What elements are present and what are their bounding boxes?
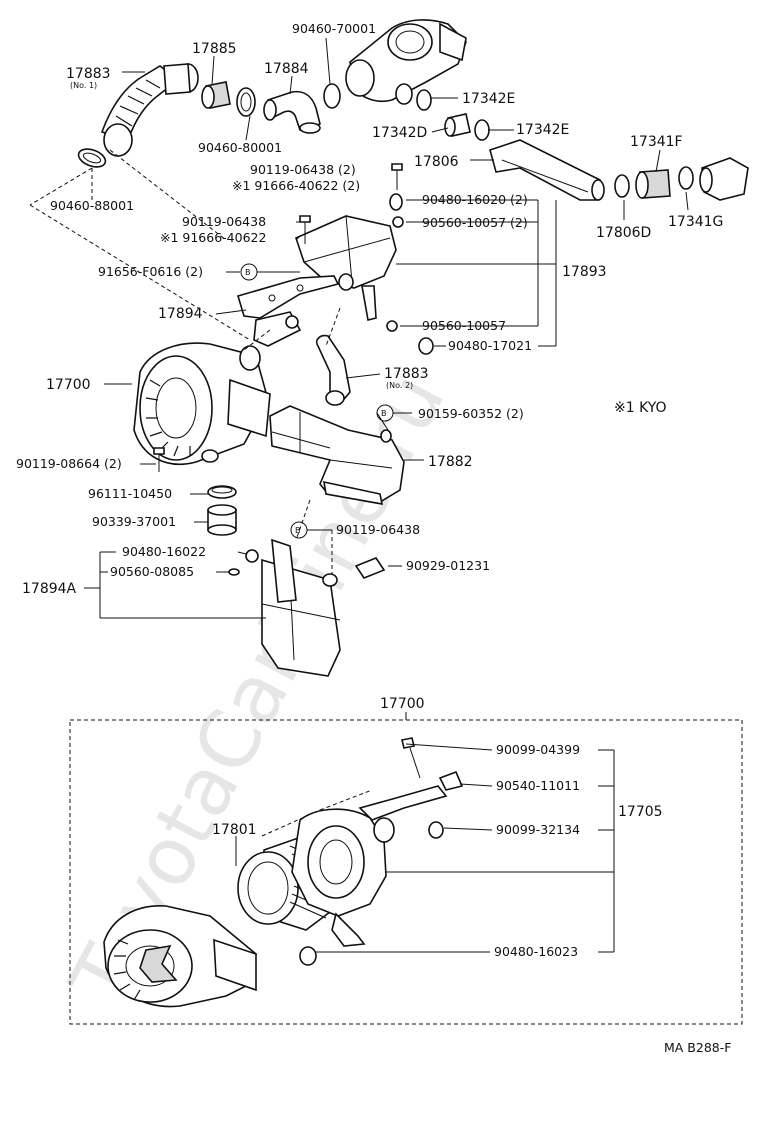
label-90099-04399: 90099-04399 [496,742,580,757]
bolt-90119-06438-2 [391,163,403,190]
marker-b-3-text: B [295,526,301,535]
leader-lines-box [235,743,615,953]
resonator-17893 [295,215,397,321]
pipe-17806 [489,139,605,201]
label-90460-80001: 90460-80001 [198,140,282,155]
hose-17883-no2 [315,334,351,406]
label-91666-40622: ※1 91666-40622 [160,230,266,245]
label-90119-08664: 90119-08664 (2) [16,456,122,471]
bolt-90119-06438 [299,215,311,244]
label-17342e-a: 17342E [462,91,515,107]
box-17700 [69,712,743,1025]
label-17342d: 17342D [372,125,427,141]
grommet-90480-16023 [299,946,317,966]
label-17806d: 17806D [596,225,651,241]
hose-17342d [444,113,471,137]
washer-90560-10057 [386,320,398,332]
clamp-90460-80001 [236,87,256,117]
label-17894a: 17894A [22,581,77,597]
bolt-90119-08664 [153,447,165,472]
label-kyo: ※1 KYO [614,400,667,416]
clamp-90460-70001-a [323,83,341,109]
leader-lines-middle [84,221,424,619]
label-17885: 17885 [192,41,237,57]
label-90119-06438-2: 90119-06438 (2) [250,162,356,177]
clamp-17806d [614,174,630,198]
hose-90339-37001 [207,504,237,536]
label-17341g: 17341G [668,214,723,230]
air-cleaner-case [261,785,448,947]
grommet-90480-17021 [418,337,434,355]
bolt-90099-04399 [401,737,421,779]
clamp-17341g [678,166,694,190]
hose-17883-no1 [100,63,199,157]
marker-b-2-text: B [381,409,387,418]
clamp-17342e-b [474,119,490,141]
label-17884: 17884 [264,61,309,77]
label-90560-10057: 90560-10057 [422,318,506,333]
label-17705: 17705 [618,804,663,820]
air-cleaner-17700-top [133,311,302,466]
label-96111-10450: 96111-10450 [88,486,172,501]
bracket-17894 [237,275,340,319]
label-17883-no2: 17883 [384,366,429,382]
marker-b-2: B [376,404,394,422]
label-90099-32134: 90099-32134 [496,822,580,837]
label-91656-f0616: 91656-F0616 (2) [98,264,203,279]
elbow-connector [699,157,749,201]
label-17882: 17882 [428,454,473,470]
label-90560-08085: 90560-08085 [110,564,194,579]
clamp-96111-10450 [207,485,237,499]
label-90480-17021: 90480-17021 [448,338,532,353]
label-17883-no1: 17883 [66,66,111,82]
label-90480-16023: 90480-16023 [494,944,578,959]
label-91666-40622-2: ※1 91666-40622 (2) [232,178,360,193]
label-17342e-b: 17342E [516,122,569,138]
part-labels: 17883 (No. 1) 17885 90460-70001 17884 17… [16,21,731,1055]
nut-90099-32134 [428,821,444,839]
grommet-90540-11011 [438,770,464,791]
throttle-housing [345,19,467,105]
clamp-17342e-a [416,89,432,111]
label-90929-01231: 90929-01231 [406,558,490,573]
label-17883-no1-sub: (No. 1) [70,81,97,90]
label-90460-70001: 90460-70001 [292,21,376,36]
label-90460-88001: 90460-88001 [50,198,134,213]
clamp-90460-88001 [77,148,107,168]
air-cleaner-cover [103,905,257,1008]
label-90480-16020: 90480-16020 (2) [422,192,528,207]
label-90339-37001: 90339-37001 [92,514,176,529]
label-90119-06438: 90119-06438 [182,214,266,229]
label-90540-11011: 90540-11011 [496,778,580,793]
reservoir-17894a [228,538,341,677]
marker-b-1: B [240,263,258,281]
label-17341f: 17341F [630,134,683,150]
label-90480-16022: 90480-16022 [122,544,206,559]
label-17801: 17801 [212,822,257,838]
clip-90929-01231 [354,557,386,579]
label-17894: 17894 [158,306,203,322]
duct-17882 [269,405,405,505]
label-ref-code: MA B288-F [664,1040,731,1055]
hose-17884 [263,90,321,134]
label-17700-box: 17700 [380,696,425,712]
label-90119-06438-b: 90119-06438 [336,522,420,537]
label-17700-top: 17700 [46,377,91,393]
leader-lines-top [29,37,689,341]
bracket-17893 [396,199,557,347]
washer-90560-10057-2 [392,216,404,228]
grommet-90480-16020 [389,193,403,211]
label-17893: 17893 [562,264,607,280]
joint-17885 [201,81,231,109]
label-90159-60352: 90159-60352 (2) [418,406,524,421]
label-90560-10057-2: 90560-10057 (2) [422,215,528,230]
label-17806: 17806 [414,154,459,170]
hose-17341f [635,169,671,199]
label-17883-no2-sub: (No. 2) [386,381,413,390]
marker-b-1-text: B [245,268,251,277]
